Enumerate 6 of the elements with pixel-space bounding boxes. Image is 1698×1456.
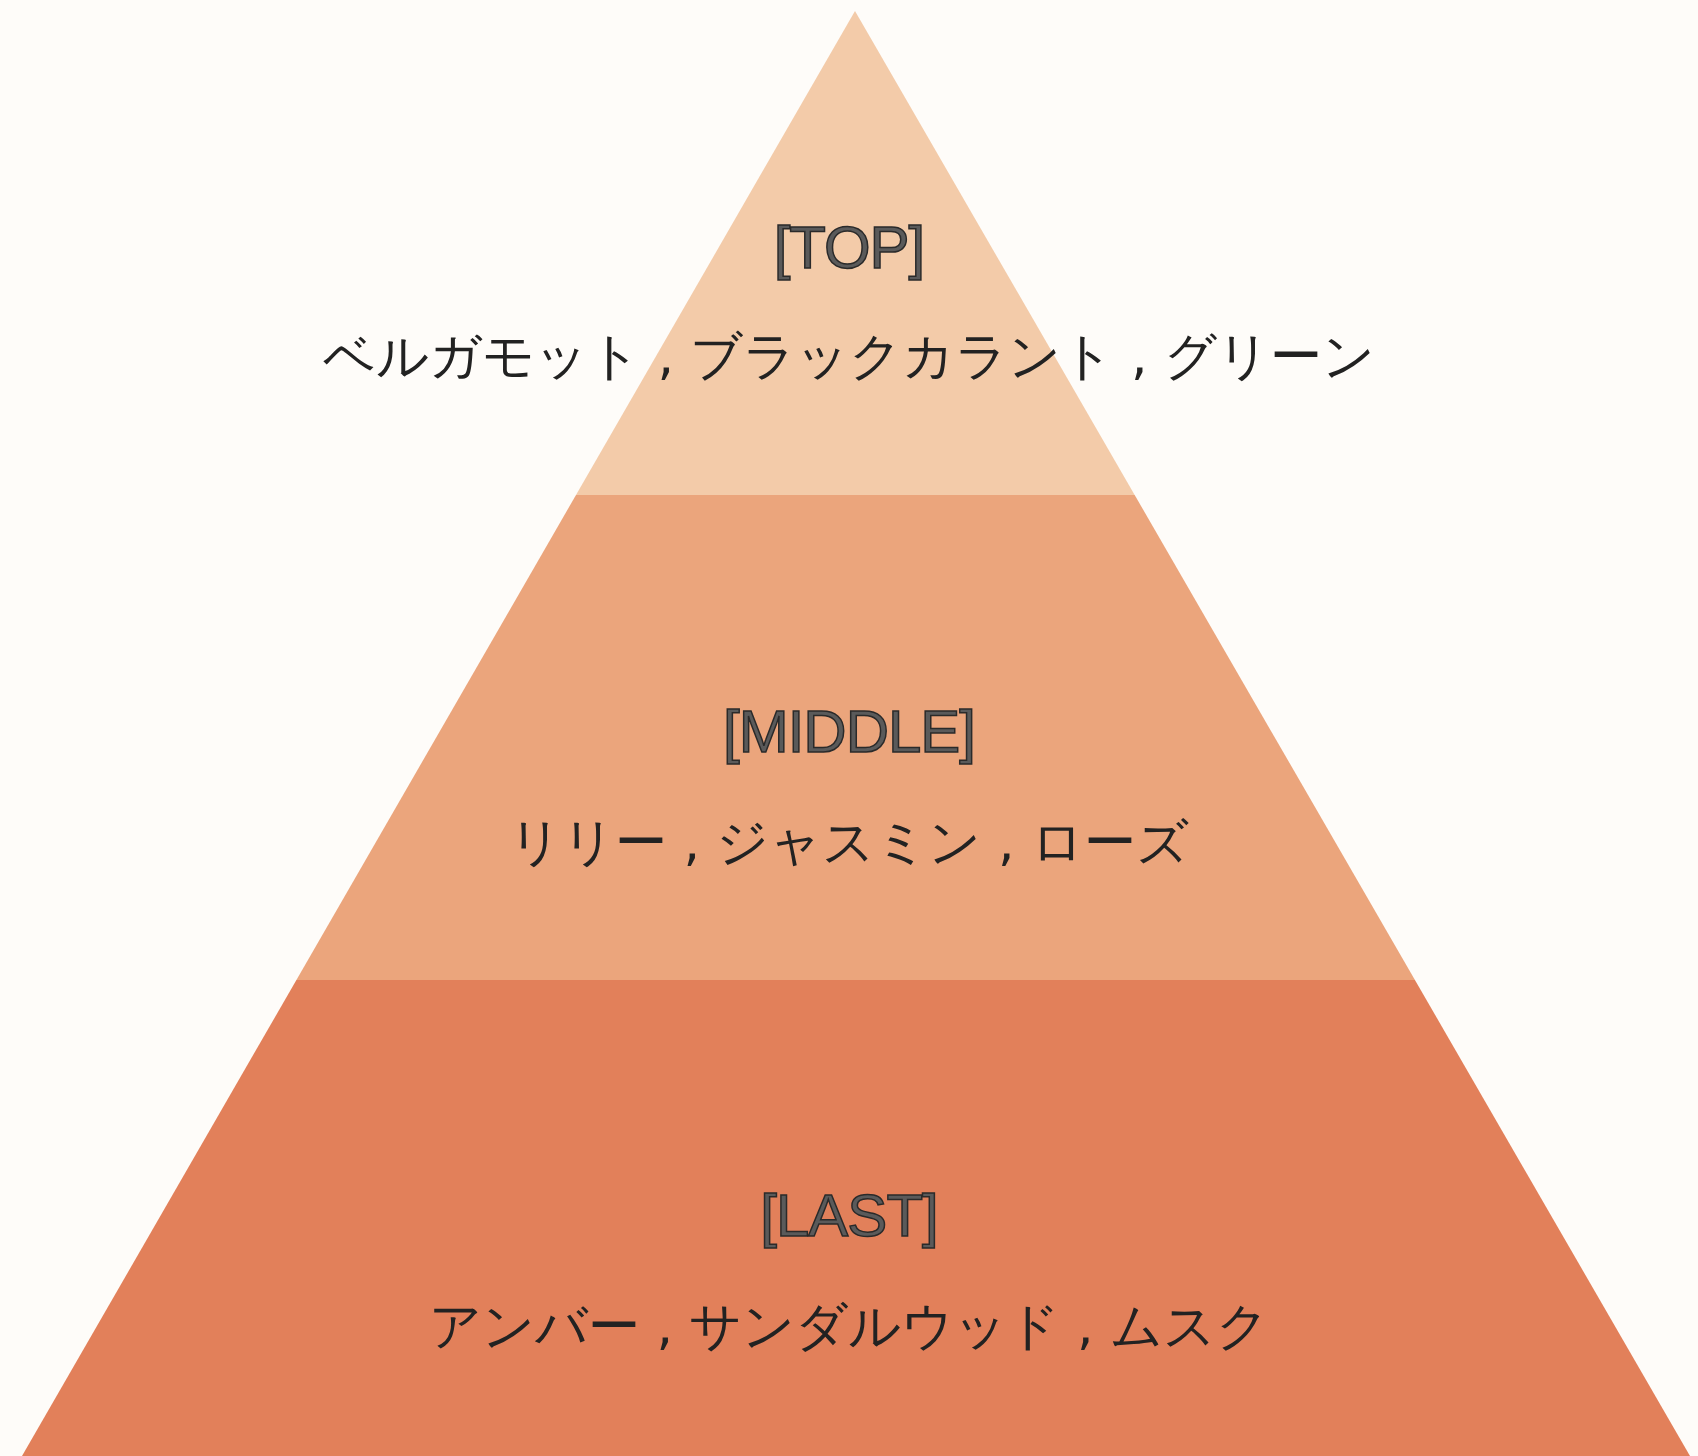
note-list: アンバー , サンダルウッド , ムスク: [428, 1297, 1270, 1357]
tier-heading: [MIDDLE]: [723, 696, 975, 766]
note-list: リリー , ジャスミン , ローズ: [508, 813, 1190, 873]
tier-heading: [TOP]: [773, 212, 925, 282]
tier-heading: [LAST]: [760, 1180, 938, 1250]
note-list: ベルガモット , ブラックカラント , グリーン: [322, 327, 1376, 387]
